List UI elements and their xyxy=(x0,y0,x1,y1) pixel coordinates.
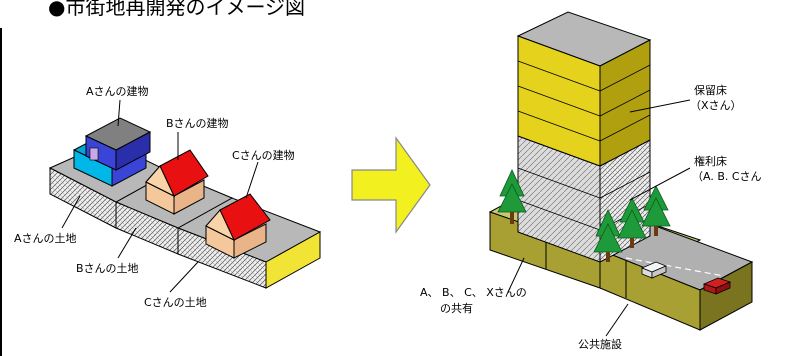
tree-3 xyxy=(617,197,647,248)
label-building-c: Cさんの建物 xyxy=(232,149,295,162)
label-building-b: Bさんの建物 xyxy=(166,117,229,130)
diagram-title: ●市街地再開発のイメージ図 xyxy=(48,0,306,19)
tree-4 xyxy=(641,185,671,236)
before-scene xyxy=(48,99,322,293)
label-land-a: Aさんの土地 xyxy=(14,232,77,245)
tree-1 xyxy=(497,169,527,224)
tower-reserved-floor xyxy=(516,11,652,167)
label-shared-land-suffix: の共有 xyxy=(440,302,473,315)
label-shared-land: A、 B、 C、 Xさんの xyxy=(420,286,527,299)
after-scene xyxy=(488,11,754,337)
building-b xyxy=(145,149,209,215)
label-reserved-floor-owner: （Xさん） xyxy=(690,99,742,112)
after-leader-lines xyxy=(507,99,691,337)
building-a xyxy=(72,117,152,187)
tree-2 xyxy=(593,209,623,262)
transition-arrow xyxy=(351,136,431,234)
car-white xyxy=(640,261,668,279)
building-c xyxy=(205,193,271,259)
label-building-a: Aさんの建物 xyxy=(86,85,149,98)
label-rights-floor: 権利床 xyxy=(694,155,727,168)
car-red xyxy=(702,277,732,295)
label-public-facility: 公共施設 xyxy=(578,338,622,351)
label-land-b: Bさんの土地 xyxy=(76,262,139,275)
left-border-line xyxy=(0,28,2,356)
before-leader-lines xyxy=(61,99,259,293)
label-rights-floor-owners: （A. B. Cさん xyxy=(692,170,762,183)
label-reserved-floor: 保留床 xyxy=(694,84,727,97)
label-land-c: Cさんの土地 xyxy=(144,296,207,309)
